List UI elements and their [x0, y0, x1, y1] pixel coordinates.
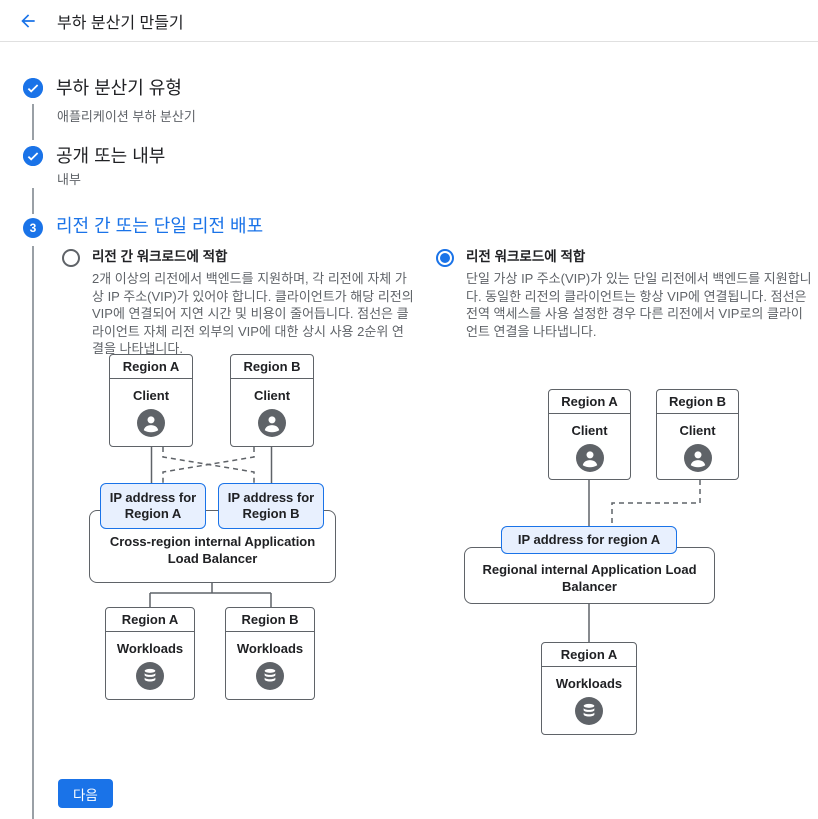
- person-icon: [137, 409, 165, 437]
- person-icon: [258, 409, 286, 437]
- workloads-label: Workloads: [555, 676, 623, 691]
- option-regional-label[interactable]: 리전 워크로드에 적합: [466, 249, 586, 264]
- option-regional-description: 단일 가상 IP 주소(VIP)가 있는 단일 리전에서 백엔드를 지원합니다.…: [466, 271, 812, 339]
- option-cross-region-label[interactable]: 리전 간 워크로드에 적합: [92, 249, 228, 264]
- step2-check-badge: [23, 146, 43, 166]
- client-label: Client: [679, 423, 716, 438]
- region-header: Region A: [549, 390, 630, 414]
- next-button[interactable]: 다음: [58, 779, 113, 808]
- step2-title[interactable]: 공개 또는 내부: [56, 146, 166, 166]
- region-header: Region A: [110, 355, 192, 379]
- region-header: Region B: [231, 355, 313, 379]
- option-cross-region-description: 2개 이상의 리전에서 백엔드를 지원하며, 각 리전에 자체 가상 IP 주소…: [92, 271, 414, 356]
- database-icon: [575, 697, 603, 725]
- arrow-back-icon: [18, 11, 38, 31]
- step1-check-badge: [23, 78, 43, 98]
- page-title: 부하 분산기 만들기: [57, 14, 184, 32]
- client-label: Client: [132, 388, 170, 403]
- right-ip-region-a-box: IP address for region A: [501, 526, 677, 554]
- workloads-label: Workloads: [116, 641, 184, 656]
- stepper-connector: [32, 246, 34, 819]
- step2-subtitle: 내부: [57, 172, 81, 187]
- client-label: Client: [571, 423, 608, 438]
- back-button[interactable]: [16, 9, 40, 33]
- step3-number-badge: 3: [23, 218, 43, 238]
- check-icon: [23, 78, 43, 98]
- person-icon: [575, 444, 604, 472]
- right-client-a-box: Region A Client: [548, 389, 631, 480]
- page-header: 부하 분산기 만들기: [0, 0, 818, 42]
- left-ip-region-a-box: IP address for Region A: [100, 483, 206, 529]
- stepper-connector: [32, 104, 34, 140]
- stepper-connector: [32, 188, 34, 214]
- step3-title: 리전 간 또는 단일 리전 배포: [56, 216, 264, 236]
- left-client-b-box: Region B Client: [230, 354, 314, 447]
- option-regional[interactable]: 리전 워크로드에 적합 단일 가상 IP 주소(VIP)가 있는 단일 리전에서…: [436, 248, 812, 340]
- radio-unselected-icon[interactable]: [62, 249, 80, 267]
- region-header: Region B: [226, 608, 314, 632]
- workloads-label: Workloads: [236, 641, 304, 656]
- region-header: Region B: [657, 390, 738, 414]
- left-client-a-box: Region A Client: [109, 354, 193, 447]
- regional-load-balancer-box: Regional internal Application Load Balan…: [464, 547, 715, 604]
- option-cross-region[interactable]: 리전 간 워크로드에 적합 2개 이상의 리전에서 백엔드를 지원하며, 각 리…: [62, 248, 414, 358]
- left-workloads-a-box: Region A Workloads: [105, 607, 195, 700]
- step3-number: 3: [29, 221, 37, 235]
- step1-subtitle: 애플리케이션 부하 분산기: [57, 109, 196, 124]
- right-workloads-a-box: Region A Workloads: [541, 642, 637, 735]
- radio-selected-icon[interactable]: [436, 249, 454, 267]
- person-icon: [683, 444, 712, 472]
- client-label: Client: [253, 388, 291, 403]
- database-icon: [136, 662, 164, 690]
- check-icon: [23, 146, 43, 166]
- region-header: Region A: [542, 643, 636, 667]
- right-client-b-box: Region B Client: [656, 389, 739, 480]
- region-header: Region A: [106, 608, 194, 632]
- left-ip-region-b-box: IP address for Region B: [218, 483, 324, 529]
- left-workloads-b-box: Region B Workloads: [225, 607, 315, 700]
- database-icon: [256, 662, 284, 690]
- step1-title[interactable]: 부하 분산기 유형: [56, 78, 182, 98]
